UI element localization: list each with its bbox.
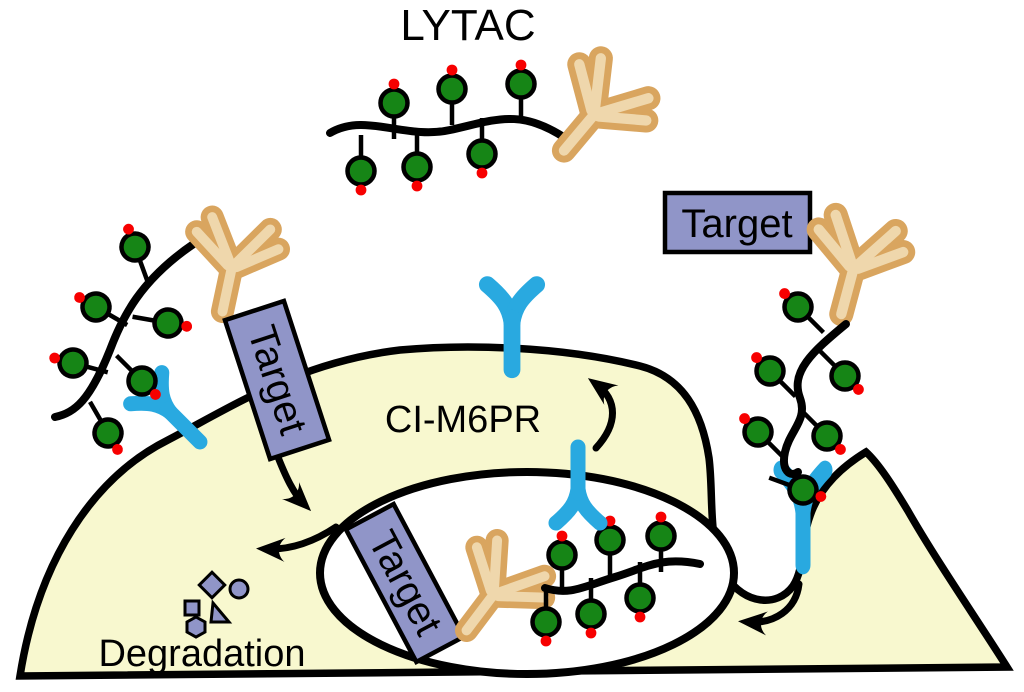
internalization-arrow-right — [738, 580, 803, 636]
target-label: Target — [681, 202, 792, 246]
receptor-label: CI-M6PR — [385, 399, 541, 441]
fragment-triangle — [209, 599, 233, 624]
fragment-diamond — [197, 570, 227, 600]
lytac-molecule — [326, 50, 659, 196]
degradation-label: Degradation — [98, 633, 305, 675]
fragment-square — [183, 599, 201, 617]
title-label: LYTAC — [400, 1, 535, 50]
glycan-chain-endosome — [533, 512, 704, 647]
degradation-fragments — [183, 570, 250, 639]
antibody-icon — [531, 50, 659, 178]
fragment-hexagon — [185, 615, 207, 639]
antibody-icon — [799, 212, 908, 326]
degradation-arrow — [256, 523, 340, 562]
glycan-chain-top — [326, 60, 569, 196]
glycan-chain-right — [731, 280, 872, 511]
left-lytac-complex: Target — [46, 215, 332, 461]
glycan-chain-left — [46, 219, 199, 460]
fragment-circle — [228, 578, 250, 600]
right-lytac-complex: Target — [662, 190, 908, 565]
recycling-arrow — [587, 378, 619, 452]
target-box-extracellular: Target — [662, 190, 813, 255]
